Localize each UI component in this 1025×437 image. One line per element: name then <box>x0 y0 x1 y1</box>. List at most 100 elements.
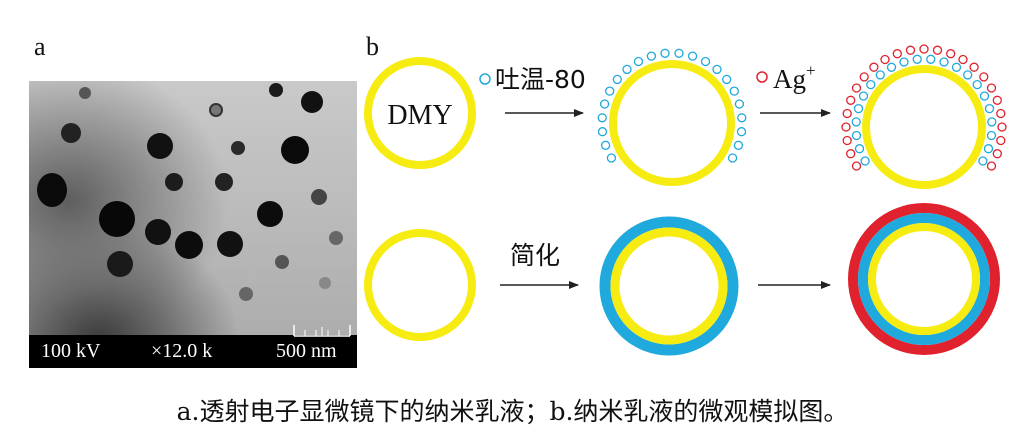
silver-ion <box>846 95 856 105</box>
surfactant-molecule <box>979 91 990 101</box>
nanoparticle <box>231 141 245 155</box>
surfactant-molecule <box>886 62 897 72</box>
surfactant-molecule <box>734 99 745 109</box>
silver-ion <box>986 161 997 171</box>
silver-legend-icon <box>756 71 768 83</box>
surfactant-molecule <box>612 74 622 85</box>
tem-info-bar: 100 kV ×12.0 k 500 nm <box>29 325 357 368</box>
simplified-core-ring-2 <box>868 223 980 335</box>
silver-ion <box>946 49 956 59</box>
silver-ion <box>986 83 997 93</box>
nanoparticle <box>329 231 343 245</box>
silver-ion <box>919 44 929 54</box>
surfactant-molecule <box>984 103 995 114</box>
silver-ion <box>992 149 1002 159</box>
surfactant-molecule <box>851 117 861 127</box>
surfactant-molecule <box>605 86 615 96</box>
silver-core-circle <box>862 65 986 189</box>
silver-ion <box>905 45 916 55</box>
nanoparticle <box>99 201 135 237</box>
nanoparticle <box>145 219 171 245</box>
silver-ion <box>979 72 989 82</box>
nanoparticle <box>215 173 233 191</box>
surfactant-molecule <box>597 113 607 123</box>
silver-ion <box>958 54 968 65</box>
emulsion-schematic: DMY 吐温-80 Ag+ 简化 <box>364 44 1007 356</box>
silver-ion <box>996 135 1006 146</box>
surfactant-layer-outer <box>851 54 997 166</box>
surfactant-label: 吐温-80 <box>495 65 586 94</box>
nanoparticle <box>281 136 309 164</box>
tem-voltage: 100 kV <box>41 340 101 362</box>
silver-ion <box>880 54 890 65</box>
silver-ion-layer <box>841 44 1007 171</box>
simplified-surfactant-ring-2 <box>858 213 990 345</box>
surfactant-molecule <box>986 130 997 141</box>
surfactant-molecule <box>972 79 982 90</box>
silver-ion <box>842 108 852 119</box>
tem-scale-label: 500 nm <box>276 340 337 362</box>
surfactant-molecule <box>727 153 738 163</box>
surfactant-molecule <box>858 91 869 101</box>
nanoparticle <box>165 173 183 191</box>
simplify-label: 简化 <box>510 241 560 270</box>
surfactant-molecule <box>983 144 994 154</box>
simplified-core-ring <box>610 227 728 345</box>
silver-ion <box>996 108 1006 119</box>
surfactant-molecule <box>633 56 644 67</box>
coated-core-circle <box>609 60 735 186</box>
panel-label-b: b <box>366 32 379 61</box>
surfactant-molecule <box>737 113 747 123</box>
silver-ion <box>997 122 1007 132</box>
surfactant-molecule <box>875 70 885 80</box>
nanoparticle <box>175 231 203 259</box>
surfactant-molecule <box>599 99 610 109</box>
surfactant-layer <box>597 48 747 163</box>
surfactant-molecule <box>866 79 876 90</box>
nanoparticle <box>301 91 323 113</box>
nanoparticle <box>209 103 223 117</box>
surfactant-molecule <box>978 156 988 166</box>
figure-caption: a.透射电子显微镜下的纳米乳液；b.纳米乳液的微观模拟图。 <box>176 397 849 426</box>
silver-ion <box>851 161 862 171</box>
surfactant-molecule <box>733 140 744 150</box>
surfactant-molecule <box>987 117 997 127</box>
tem-magnification: ×12.0 k <box>151 340 213 362</box>
tem-micrograph: 100 kV ×12.0 k 500 nm <box>29 81 357 368</box>
surfactant-molecule <box>600 140 611 150</box>
nanoparticle <box>275 255 289 269</box>
surfactant-molecule <box>646 51 657 61</box>
silver-ion <box>859 72 869 82</box>
dmy-label: DMY <box>387 100 452 131</box>
surfactant-molecule <box>622 64 632 75</box>
nanoparticle <box>269 83 283 97</box>
surfactant-molecule <box>860 156 870 166</box>
simplified-surfactant-ring <box>599 216 739 356</box>
nanoparticle <box>319 277 331 289</box>
silver-ion-label: Ag+ <box>773 61 816 94</box>
nanoparticle <box>37 173 67 207</box>
nanoparticle <box>61 123 81 143</box>
surfactant-molecule <box>926 54 936 64</box>
simplified-silver-ring <box>848 203 1000 355</box>
silver-ion <box>892 49 902 59</box>
nanoparticle <box>107 251 133 277</box>
silver-ion <box>841 122 851 132</box>
surfactant-molecule <box>722 74 732 85</box>
surfactant-molecule <box>939 57 949 67</box>
surfactant-molecule <box>687 51 698 61</box>
surfactant-molecule <box>851 130 862 141</box>
surfactant-molecule <box>660 48 670 58</box>
silver-ion <box>851 83 862 93</box>
silver-ion <box>969 62 979 72</box>
surfactant-molecule <box>853 103 864 114</box>
dmy-core-circle <box>364 57 476 169</box>
nanoparticle <box>147 133 173 159</box>
surfactant-molecule <box>854 144 865 154</box>
surfactant-molecule <box>951 62 962 72</box>
nanoparticle <box>217 231 243 257</box>
silver-ion <box>846 149 856 159</box>
surfactant-molecule <box>912 54 922 64</box>
surfactant-molecule <box>700 56 711 67</box>
nanoparticle <box>311 189 327 205</box>
